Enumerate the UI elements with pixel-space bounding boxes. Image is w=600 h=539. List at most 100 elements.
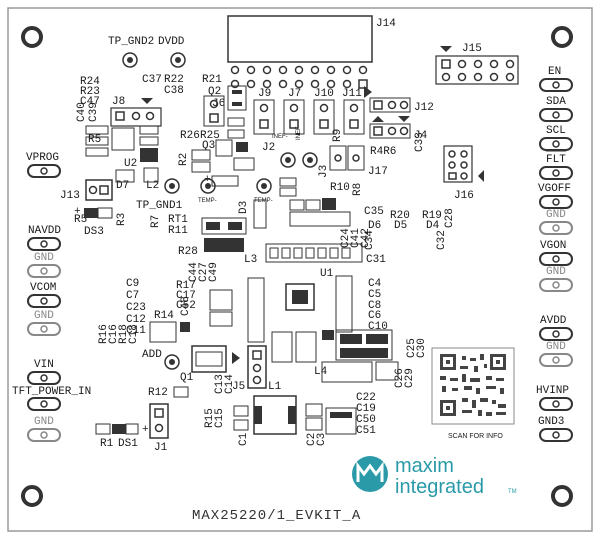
board-outline (7, 7, 593, 532)
connector-j1[interactable]: J1 (149, 403, 169, 454)
label-r15: R15 (204, 408, 216, 428)
label-c39: C39 (88, 102, 100, 122)
pad-avdd[interactable]: AVDD (539, 315, 573, 341)
label-d6: D6 (368, 220, 381, 232)
label-r20: R20 (390, 210, 410, 222)
pad-gnd-l3[interactable]: GND (27, 416, 61, 442)
label-c50: C50 (356, 414, 376, 426)
pad-en[interactable]: EN (539, 66, 573, 92)
label-r11: R11 (168, 225, 188, 237)
label-add: ADD (142, 349, 162, 361)
label-temp2: TEMP- (254, 198, 273, 204)
label-r2: R2 (178, 153, 190, 166)
label-c24: C24 (340, 228, 352, 248)
label-c33: C33 (414, 132, 426, 152)
label-temp1: TEMP- (198, 198, 217, 204)
label-c11: C11 (126, 325, 146, 337)
label-c13: C13 (214, 374, 226, 394)
jumper-j10[interactable]: J10 (313, 88, 335, 135)
pad-vin[interactable]: VIN (27, 359, 61, 385)
jumper-j9[interactable]: J9 (253, 88, 275, 135)
label-dvdd: DVDD (158, 36, 185, 48)
label-c22: C22 (356, 392, 376, 404)
mounting-holes (21, 26, 573, 507)
j2-j3-area: J2 J3 J17 R10 R8 R9 C33 (262, 129, 426, 196)
pad-gnd3[interactable]: GND3 (538, 416, 573, 442)
label-c5: C5 (368, 289, 381, 301)
label-0: EN (548, 66, 561, 78)
testpoint-tp-gnd2[interactable]: TP_GND2 (108, 36, 154, 68)
label-c40: C40 (76, 102, 88, 122)
label-c34: C34 (364, 230, 376, 250)
pad-gnd-r2[interactable]: GND (539, 266, 573, 292)
label-d7: D7 (116, 180, 129, 192)
label-c27: C27 (198, 262, 210, 282)
label-c52: C52 (176, 300, 196, 312)
j16-header[interactable]: J16 (443, 145, 484, 202)
label-c3: C3 (316, 433, 328, 446)
j14-connector[interactable]: J14 (227, 15, 396, 89)
label-5: VIN (34, 359, 54, 371)
label-c38: C38 (164, 85, 184, 97)
label-rt1: RT1 (168, 214, 188, 226)
label-j13: J13 (60, 190, 80, 202)
label-r5: R5 (74, 214, 87, 226)
pad-flt[interactable]: FLT (539, 150, 573, 180)
svg-text:+: + (204, 174, 211, 186)
label-j8: J8 (112, 96, 125, 108)
pad-gnd-l2[interactable]: GND (27, 310, 61, 336)
label-r21: R21 (202, 74, 222, 86)
label-c9: C9 (126, 278, 139, 290)
u1-ic: U1 (247, 268, 353, 343)
label-q2: Q2 (208, 86, 221, 98)
pad-gnd-r3[interactable]: GND (539, 341, 573, 367)
pad-gnd-l1[interactable]: GND (27, 252, 61, 278)
testpoint-dvdd[interactable]: DVDD (158, 36, 186, 68)
label-u1: U1 (320, 268, 334, 280)
label-inef2: INEF- (296, 124, 302, 140)
label-c14: C14 (224, 374, 236, 394)
jumper-j11[interactable]: J11 (342, 88, 365, 135)
label-u2: U2 (124, 158, 137, 170)
pad-tft-power-in[interactable]: TFT_POWER_IN (12, 386, 91, 411)
label-j1: J1 (154, 442, 168, 454)
label-q1: Q1 (180, 372, 194, 384)
label-r25: R25 (200, 130, 220, 142)
label-9: GND (546, 341, 566, 353)
pad-vgoff[interactable]: VGOFF (538, 183, 573, 209)
label-c44: C44 (188, 262, 200, 282)
label-j3: J3 (318, 165, 330, 178)
label-d4: D4 (426, 220, 440, 232)
pad-vcom[interactable]: VCOM (27, 282, 61, 308)
jumper-j5[interactable]: J5 (232, 345, 267, 393)
label-8: AVDD (540, 315, 567, 327)
j15-header[interactable]: J15 (435, 43, 519, 85)
pad-hvinp[interactable]: HVINP (536, 385, 573, 411)
label-tm: TM (508, 489, 517, 495)
label-c32: C32 (436, 230, 448, 250)
pad-sda[interactable]: SDA (539, 96, 573, 122)
label-c12: C12 (126, 314, 146, 326)
label-j7: J7 (288, 88, 301, 100)
label-c23: C23 (126, 302, 146, 314)
label-7: GND (546, 266, 566, 278)
pad-vprog[interactable]: VPROG (26, 152, 61, 178)
pad-scl[interactable]: SCL (539, 125, 573, 151)
label-10: HVINP (536, 385, 569, 397)
label-6: VGON (540, 240, 566, 252)
pad-vgon[interactable]: VGON (539, 240, 573, 266)
label-r8: R8 (352, 183, 364, 196)
qr-code[interactable]: SCAN FOR INFO (431, 347, 515, 440)
label-r22: R22 (164, 74, 184, 86)
label-5: GND (546, 209, 566, 221)
label-j10: J10 (314, 88, 334, 100)
label-c48: C48 (180, 296, 192, 316)
label-c19: C19 (356, 403, 376, 415)
label-0: VPROG (26, 152, 59, 164)
label-c15: C15 (214, 408, 226, 428)
label-r16: R16 (98, 324, 110, 344)
jumper-j7[interactable]: J7 (283, 88, 305, 135)
pad-gnd-r1[interactable]: GND (539, 209, 573, 235)
pad-navdd[interactable]: NAVDD (27, 225, 61, 251)
